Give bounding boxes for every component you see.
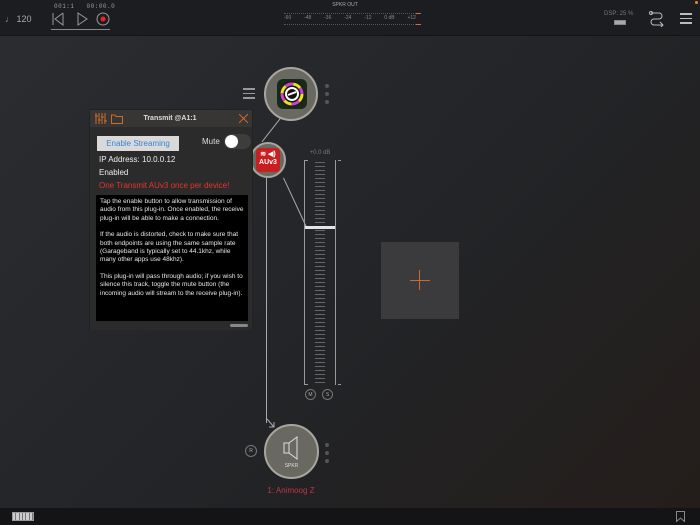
tempo-display[interactable]: ♩ 120	[5, 14, 32, 24]
scale-label: -12	[364, 15, 372, 21]
peak-indicator	[416, 24, 421, 25]
time-position: 00:00.0	[86, 3, 116, 10]
scale-label: -36	[324, 15, 332, 21]
node-options-icon[interactable]	[325, 443, 329, 467]
close-icon[interactable]	[239, 114, 248, 123]
fader-knob[interactable]	[305, 226, 335, 229]
plus-icon	[419, 270, 420, 290]
auv3-icon: ≋ ◀) AUv3	[256, 148, 280, 172]
mute-track-button[interactable]: M	[305, 389, 316, 400]
auv3-label: AUv3	[259, 159, 277, 166]
transport-controls	[50, 12, 110, 28]
toggle-knob	[225, 135, 238, 148]
resize-handle[interactable]	[230, 324, 248, 327]
speaker-icon	[283, 436, 298, 460]
output-meter: SPKR OUT -60 -48 -36 -24 -12 0 dB +12	[280, 1, 421, 31]
scale-label: -60	[284, 15, 292, 21]
scale-label: +12	[407, 15, 416, 21]
synth-node[interactable]	[264, 67, 318, 121]
auv3-node[interactable]: ≋ ◀) AUv3	[250, 142, 286, 178]
meter-scale: -60 -48 -36 -24 -12 0 dB +12	[284, 15, 416, 23]
routing-icon[interactable]	[649, 11, 665, 27]
record-icon[interactable]	[96, 12, 110, 26]
peak-indicator	[416, 13, 421, 14]
scale-label: 0 dB	[384, 15, 395, 21]
output-label: SPKR	[284, 463, 299, 469]
plus-icon	[410, 280, 430, 281]
status-dot	[695, 1, 698, 4]
solo-track-button[interactable]: S	[322, 389, 333, 400]
description-paragraph: This plug-in will pass through audio; if…	[100, 272, 243, 297]
keyboard-icon[interactable]	[12, 512, 34, 521]
node-options-icon[interactable]	[325, 84, 329, 108]
scale-label: -24	[344, 15, 352, 21]
enable-streaming-button[interactable]: Enable Streaming	[97, 136, 179, 151]
ip-address: IP Address: 10.0.0.12	[99, 155, 176, 164]
add-node-button[interactable]	[381, 242, 459, 319]
scale-label: -48	[304, 15, 312, 21]
plugin-window: Transmit @A1:1 Enable Streaming Mute IP …	[89, 109, 253, 330]
fader-db-label: +0.0 dB	[309, 150, 331, 156]
volume-fader[interactable]	[304, 160, 341, 385]
wifi-speaker-icon: ≋ ◀)	[260, 151, 276, 158]
battery-icon	[614, 20, 626, 25]
plugin-title: Transmit @A1:1	[143, 115, 197, 122]
bookmark-icon[interactable]	[676, 511, 685, 522]
mute-toggle[interactable]	[224, 134, 251, 149]
bar-position: 001:1	[54, 3, 75, 10]
mixer-icon[interactable]	[95, 113, 107, 124]
menu-icon[interactable]	[680, 13, 692, 27]
dsp-load: DSP: 25 %	[604, 11, 634, 17]
warning-text: One Transmit AUv3 once per device!	[99, 181, 230, 190]
fader-ticks	[315, 162, 325, 383]
meter-bar-right	[284, 24, 416, 25]
arrow-icon	[266, 418, 275, 428]
plugin-header[interactable]: Transmit @A1:1	[90, 110, 252, 127]
folder-icon[interactable]	[111, 113, 123, 124]
animoog-icon	[277, 79, 307, 109]
plugin-body: Enable Streaming Mute IP Address: 10.0.0…	[90, 127, 252, 330]
speaker-output-node[interactable]: SPKR	[264, 424, 319, 479]
rewind-icon[interactable]	[52, 12, 64, 26]
position-display: 001:1 00:00.0	[54, 3, 127, 10]
description-paragraph: Tap the enable button to allow transmiss…	[100, 198, 244, 222]
meter-bar-left	[284, 13, 416, 14]
mute-label: Mute	[202, 137, 220, 146]
transport-progress	[51, 29, 110, 30]
drag-handle-icon[interactable]	[243, 88, 255, 102]
top-toolbar: ♩ 120 001:1 00:00.0 SPKR OUT -60 -48 -36 -24…	[0, 0, 700, 36]
meter-title: SPKR OUT	[332, 2, 358, 8]
bottom-bar	[0, 508, 700, 525]
connection-wire	[266, 178, 267, 423]
connection-wire	[261, 118, 281, 143]
description-paragraph: If the audio is distorted, check to make…	[100, 231, 239, 264]
description-box: Tap the enable button to allow transmiss…	[96, 195, 248, 321]
status-text: Enabled	[99, 168, 129, 177]
track-name[interactable]: 1: Animoog Z	[267, 486, 315, 495]
record-arm-button[interactable]: R	[245, 445, 257, 457]
play-icon[interactable]	[76, 12, 88, 26]
